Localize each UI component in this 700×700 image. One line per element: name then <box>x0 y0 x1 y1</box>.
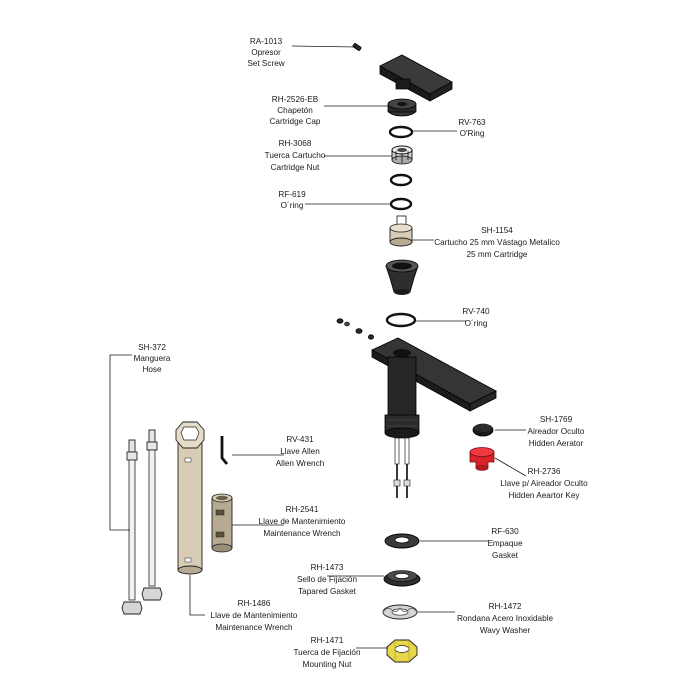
label-code: RH-1472 <box>489 602 522 611</box>
allen-wrench-part <box>220 436 229 465</box>
label-spanish: Opresor <box>251 48 281 57</box>
label-english: Tapared Gasket <box>298 587 357 596</box>
label-rh3068: RH-3068 Tuerca Cartucho Cartridge Nut <box>265 139 326 172</box>
label-code: RV-431 <box>286 435 314 444</box>
label-spanish: Rondana Acero Inoxidable <box>457 614 553 623</box>
label-code: RF-619 <box>278 190 306 199</box>
label-spanish: Manguera <box>134 354 171 363</box>
label-spanish: O´ring <box>465 319 488 328</box>
label-english: 25 mm Cartridge <box>467 250 528 259</box>
label-code: RH-2541 <box>286 505 319 514</box>
label-rf619: RF-619 O´ring <box>278 190 306 210</box>
label-code: RH-3068 <box>279 139 312 148</box>
label-rh1473: RH-1473 Sello de Fijación Tapared Gasket <box>297 563 358 596</box>
label-spanish: Llave de Mantenimiento <box>259 517 346 526</box>
label-ra1013: RA-1013 Opresor Set Screw <box>247 37 284 68</box>
label-english: Hidden Aerator <box>529 439 584 448</box>
label-code: RH-1471 <box>311 636 344 645</box>
label-rh2526: RH-2526-EB Chapetón Cartridge Cap <box>270 95 321 126</box>
label-english: Mounting Nut <box>303 660 352 669</box>
label-code: RV-763 <box>458 118 486 127</box>
label-english: Wavy Washer <box>480 626 531 635</box>
label-code: RH-1486 <box>238 599 271 608</box>
label-rv763: RV-763 O'Ring <box>458 118 486 138</box>
gasket-part <box>384 533 420 549</box>
label-english: Hose <box>142 365 162 374</box>
label-spanish: O´ring <box>281 201 304 210</box>
label-code: RF-630 <box>491 527 519 536</box>
label-rh1471: RH-1471 Tuerca de Fijación Mounting Nut <box>293 636 360 669</box>
label-spanish: Empaque <box>487 539 522 548</box>
mounting-nut-part <box>386 639 418 663</box>
label-sh1769: SH-1769 Aireador Oculto Hidden Aerator <box>528 415 585 448</box>
oring-rv763-part <box>388 125 414 139</box>
label-rh2541: RH-2541 Llave de Mantenimiento Maintenan… <box>259 505 346 538</box>
label-code: RH-2526-EB <box>272 95 319 104</box>
label-spanish: Chapetón <box>277 106 313 115</box>
oring-rf619-part <box>389 197 413 211</box>
cartridge-part <box>389 215 413 247</box>
label-spanish: Llave Allen <box>280 447 320 456</box>
label-rf630: RF-630 Empaque Gasket <box>487 527 522 560</box>
label-english: Hidden Aeartor Key <box>508 491 580 500</box>
aerator-key-part <box>469 447 495 471</box>
cartridge-sleeve-part <box>385 259 419 295</box>
label-code: RA-1013 <box>250 37 283 46</box>
lever-handle-part <box>379 54 453 102</box>
tapered-gasket-part <box>383 570 421 587</box>
label-english: Set Screw <box>247 59 284 68</box>
leader-lines <box>109 45 527 649</box>
label-code: SH-372 <box>138 343 166 352</box>
label-code: RH-1473 <box>311 563 344 572</box>
label-rv431: RV-431 Llave Allen Allen Wrench <box>276 435 325 468</box>
maintenance-wrench-long-part <box>175 421 205 575</box>
label-sh372: SH-372 Manguera Hose <box>134 343 171 374</box>
label-spanish: O'Ring <box>460 129 485 138</box>
label-spanish: Sello de Fijación <box>297 575 358 584</box>
label-spanish: Llave de Mantenimiento <box>211 611 298 620</box>
label-code: RV-740 <box>462 307 490 316</box>
label-spanish: Aireador Oculto <box>528 427 585 436</box>
label-english: Gasket <box>492 551 519 560</box>
faucet-body-part <box>371 337 497 498</box>
label-english: Maintenance Wrench <box>215 623 293 632</box>
cartridge-nut-part <box>391 145 413 165</box>
label-rh1472: RH-1472 Rondana Acero Inoxidable Wavy Wa… <box>457 602 553 635</box>
label-english: Maintenance Wrench <box>263 529 341 538</box>
label-rv740: RV-740 O´ring <box>462 307 490 328</box>
label-spanish: Llave p/ Aireador Oculto <box>500 479 588 488</box>
label-spanish: Tuerca de Fijación <box>293 648 360 657</box>
screw-set-part <box>336 318 374 340</box>
label-english: Cartridge Nut <box>271 163 320 172</box>
oring-upper-part <box>389 173 413 187</box>
label-english: Cartridge Cap <box>270 117 321 126</box>
hidden-aerator-part <box>472 423 494 437</box>
cartridge-cap-part <box>387 98 417 117</box>
label-rh1486: RH-1486 Llave de Mantenimiento Maintenan… <box>211 599 298 632</box>
label-code: SH-1154 <box>481 226 513 235</box>
label-code: RH-2736 <box>528 467 561 476</box>
label-code: SH-1769 <box>540 415 573 424</box>
label-sh1154: SH-1154 Cartucho 25 mm Vástago Metalico … <box>434 226 560 259</box>
label-spanish: Tuerca Cartucho <box>265 151 326 160</box>
wavy-washer-part <box>382 604 418 620</box>
hose-pair-part <box>121 429 163 615</box>
label-spanish: Cartucho 25 mm Vástago Metalico <box>434 238 560 247</box>
oring-rv740-part <box>385 312 417 328</box>
label-rh2736: RH-2736 Llave p/ Aireador Oculto Hidden … <box>500 467 588 500</box>
maintenance-wrench-short-part <box>211 493 233 553</box>
label-english: Allen Wrench <box>276 459 325 468</box>
